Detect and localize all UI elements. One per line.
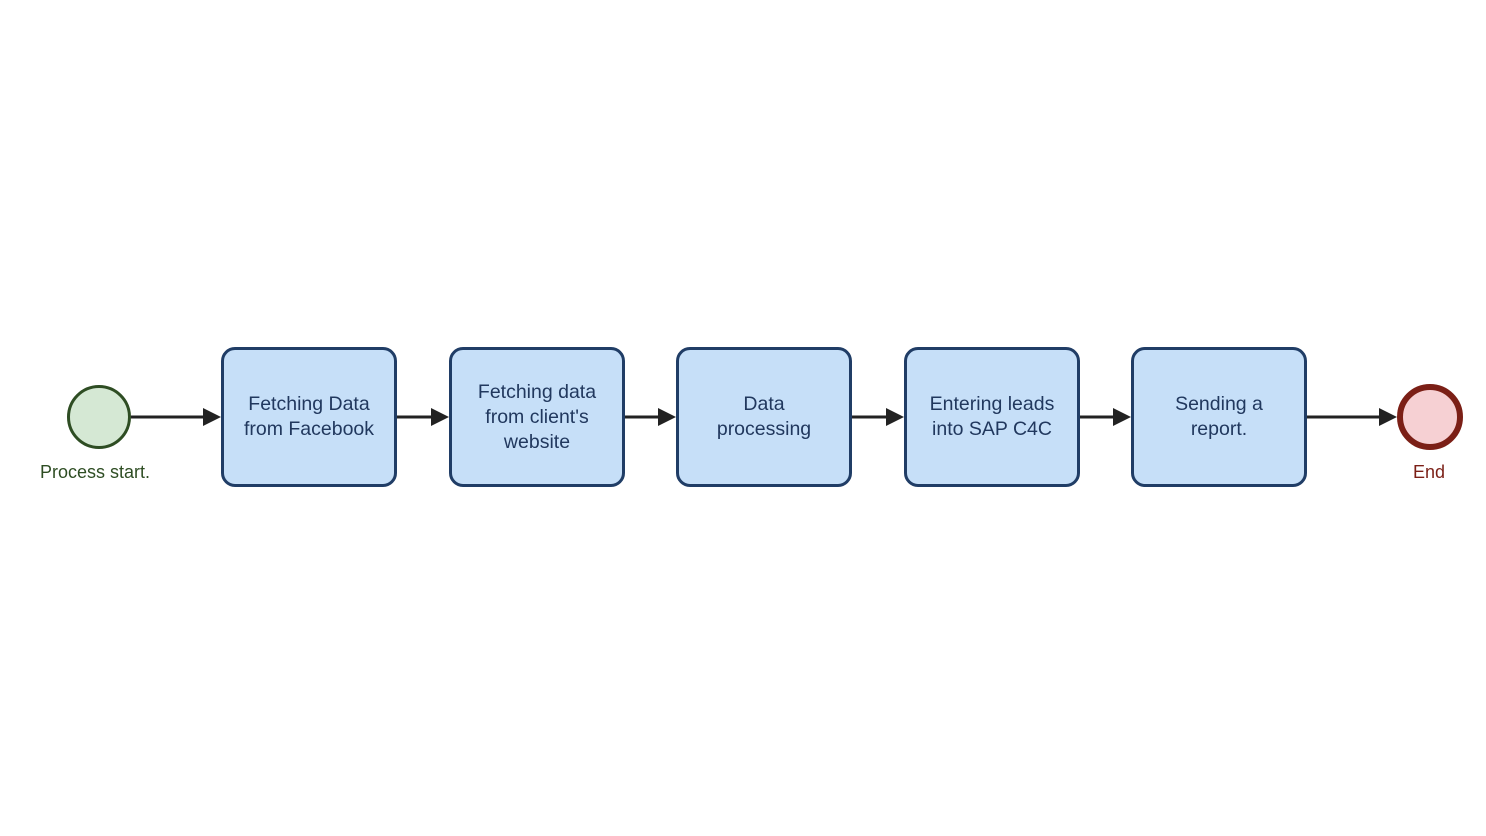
arrowhead-6	[1379, 408, 1397, 426]
task-entering-leads[interactable]: Entering leads into SAP C4C	[904, 347, 1080, 487]
task-label: Fetching data from client's website	[477, 380, 597, 453]
task-fetching-website-data[interactable]: Fetching data from client's website	[449, 347, 625, 487]
task-data-processing[interactable]: Data processing	[676, 347, 852, 487]
task-sending-report[interactable]: Sending a report.	[1131, 347, 1307, 487]
end-event[interactable]	[1397, 384, 1463, 450]
arrowhead-2	[431, 408, 449, 426]
start-event[interactable]	[67, 385, 131, 449]
arrowhead-4	[886, 408, 904, 426]
task-label: Fetching Data from Facebook	[243, 393, 375, 440]
task-label: Entering leads into SAP C4C	[929, 393, 1055, 440]
arrowhead-5	[1113, 408, 1131, 426]
task-fetching-facebook-data[interactable]: Fetching Data from Facebook	[221, 347, 397, 487]
arrowhead-3	[658, 408, 676, 426]
start-event-label: Process start.	[40, 462, 151, 482]
end-event-label: End	[1413, 462, 1446, 482]
task-label: Data processing	[716, 393, 812, 440]
arrowhead-1	[203, 408, 221, 426]
task-label: Sending a report.	[1175, 393, 1263, 440]
